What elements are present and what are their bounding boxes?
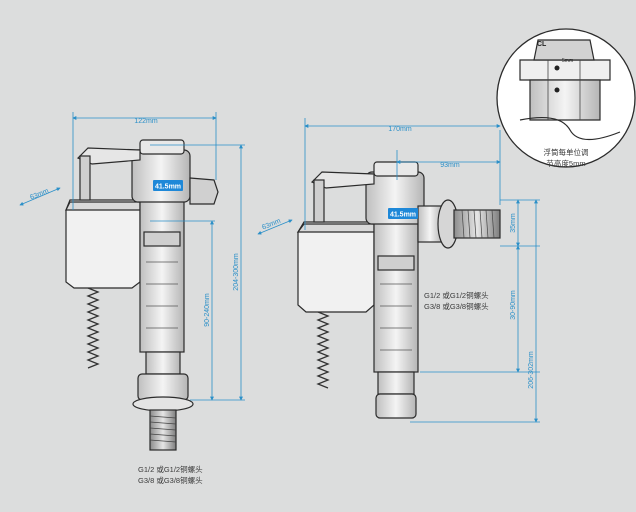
left-badge-text: 41.5mm (155, 184, 181, 191)
detail-callout: CL 5mm 浮筒每单位调 节高度5mm (496, 28, 636, 168)
left-spring (86, 287, 100, 369)
left-width-dimension: 122mm (134, 118, 158, 125)
left-valve: 41.5mm 122mm 63mm 90-240mm 204-300mm G1/… (19, 112, 245, 485)
left-total-height-dimension: 204-300mm (233, 253, 240, 291)
left-dimension-lines (19, 112, 245, 401)
detail-caption-1: 浮筒每单位调 (544, 147, 589, 157)
detail-caption-2: 节高度5mm (546, 158, 585, 168)
right-base-nut (375, 393, 417, 419)
right-float-offset-dimension: 63mm (261, 218, 282, 232)
right-main-tube (373, 221, 419, 373)
left-base-nut (137, 373, 189, 401)
left-thread-label-1: G1/2 或G1/2铜螺头 (138, 464, 203, 474)
right-badge-text: 41.5mm (390, 212, 416, 219)
left-float-offset-dimension: 63mm (29, 188, 50, 202)
right-float-range-dimension: 30-90mm (510, 290, 517, 320)
right-thread-label-1: G1/2 或G1/2铜螺头 (424, 290, 489, 300)
right-inlet-offset-dimension: 93mm (440, 162, 460, 169)
right-float-box (297, 221, 375, 313)
right-dimension-lines (257, 118, 540, 423)
left-thread-label-2: G3/8 或G3/8铜螺头 (138, 475, 203, 485)
right-inlet-height-dimension: 35mm (510, 213, 517, 233)
left-float-range-dimension: 90-240mm (204, 293, 211, 327)
left-badge (153, 180, 183, 191)
left-side-outlet (189, 177, 219, 205)
left-main-tube (139, 199, 185, 353)
right-valve: 41.5mm 170mm 93mm 63mm 35mm 30-90mm 206-… (257, 118, 540, 423)
right-thread-label-2: G3/8 或G3/8铜螺头 (424, 301, 489, 311)
right-width-dimension: 170mm (388, 126, 412, 133)
left-float-box (65, 199, 141, 289)
detail-cl-mark: CL (537, 41, 547, 48)
right-spring (316, 311, 330, 389)
detail-scale-mark: 5mm (562, 58, 573, 64)
left-valve-head (131, 149, 191, 203)
right-side-inlet (417, 199, 501, 249)
right-badge (388, 208, 418, 219)
right-total-height-dimension: 206-302mm (528, 351, 535, 389)
